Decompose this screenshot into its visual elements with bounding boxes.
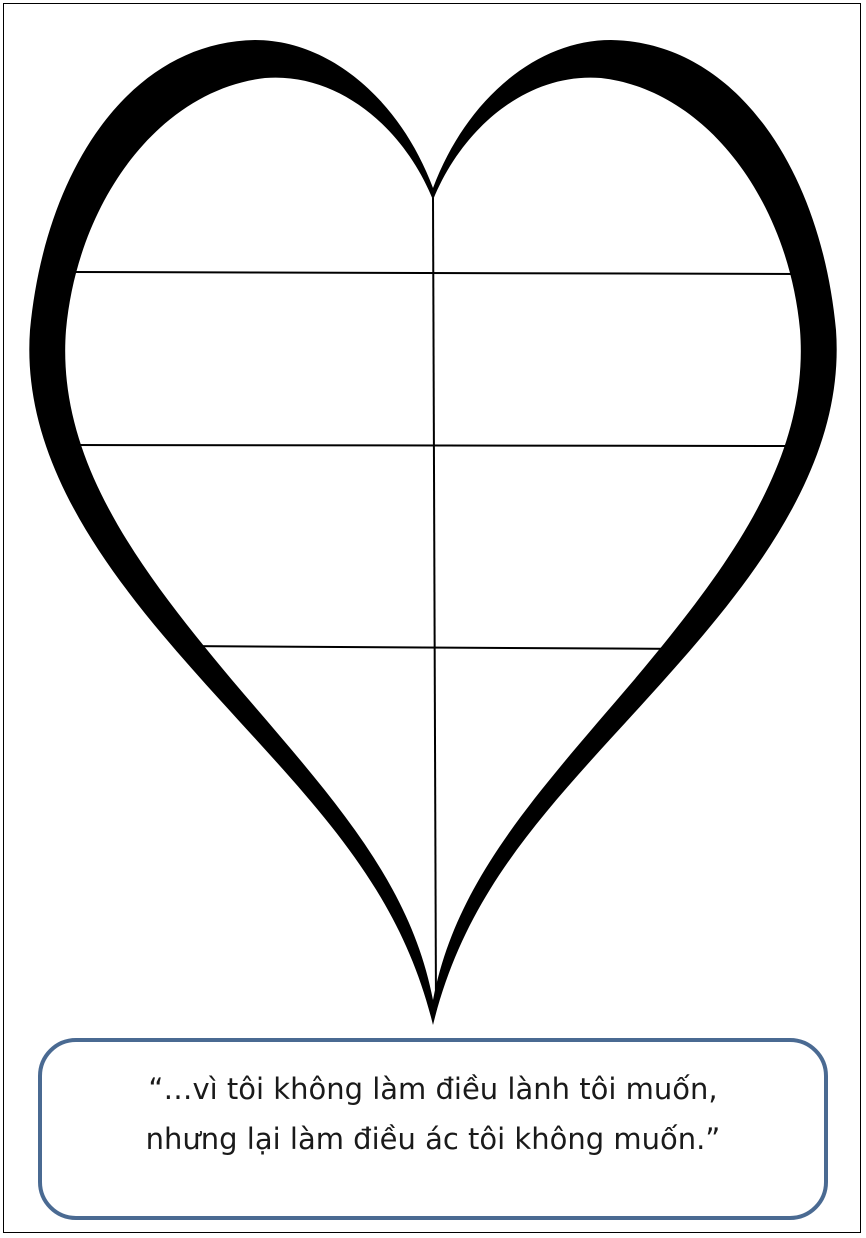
grid-line-vertical: [433, 198, 436, 1010]
quote-box: “…vì tôi không làm điều lành tôi muốn, n…: [38, 1038, 828, 1220]
grid-line-horizontal-2: [70, 445, 800, 446]
heart-outline-icon: [29, 40, 836, 1025]
grid-line-horizontal-1: [72, 272, 798, 274]
quote-line-1: “…vì tôi không làm điều lành tôi muốn,: [148, 1064, 717, 1114]
quote-line-2: nhưng lại làm điều ác tôi không muốn.”: [146, 1114, 721, 1164]
grid-line-horizontal-3: [176, 646, 690, 649]
